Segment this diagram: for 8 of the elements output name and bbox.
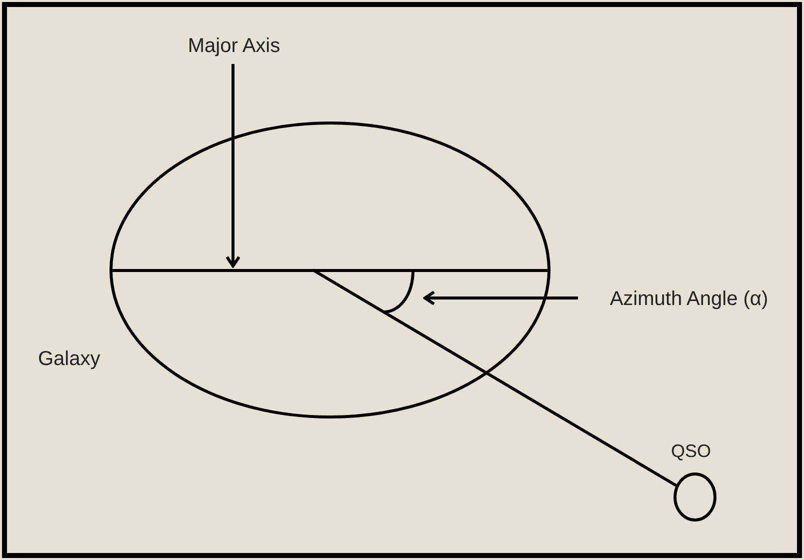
callout-label: Azimuth Angle (α)	[610, 289, 768, 309]
galaxy-label: Galaxy	[38, 347, 100, 372]
major-axis-line	[110, 268, 550, 272]
arrow	[424, 290, 578, 306]
qso-label: QSO	[671, 440, 712, 463]
arrow	[226, 64, 240, 268]
sight-line	[312, 268, 678, 488]
callout-label: Major Axis	[188, 36, 280, 56]
